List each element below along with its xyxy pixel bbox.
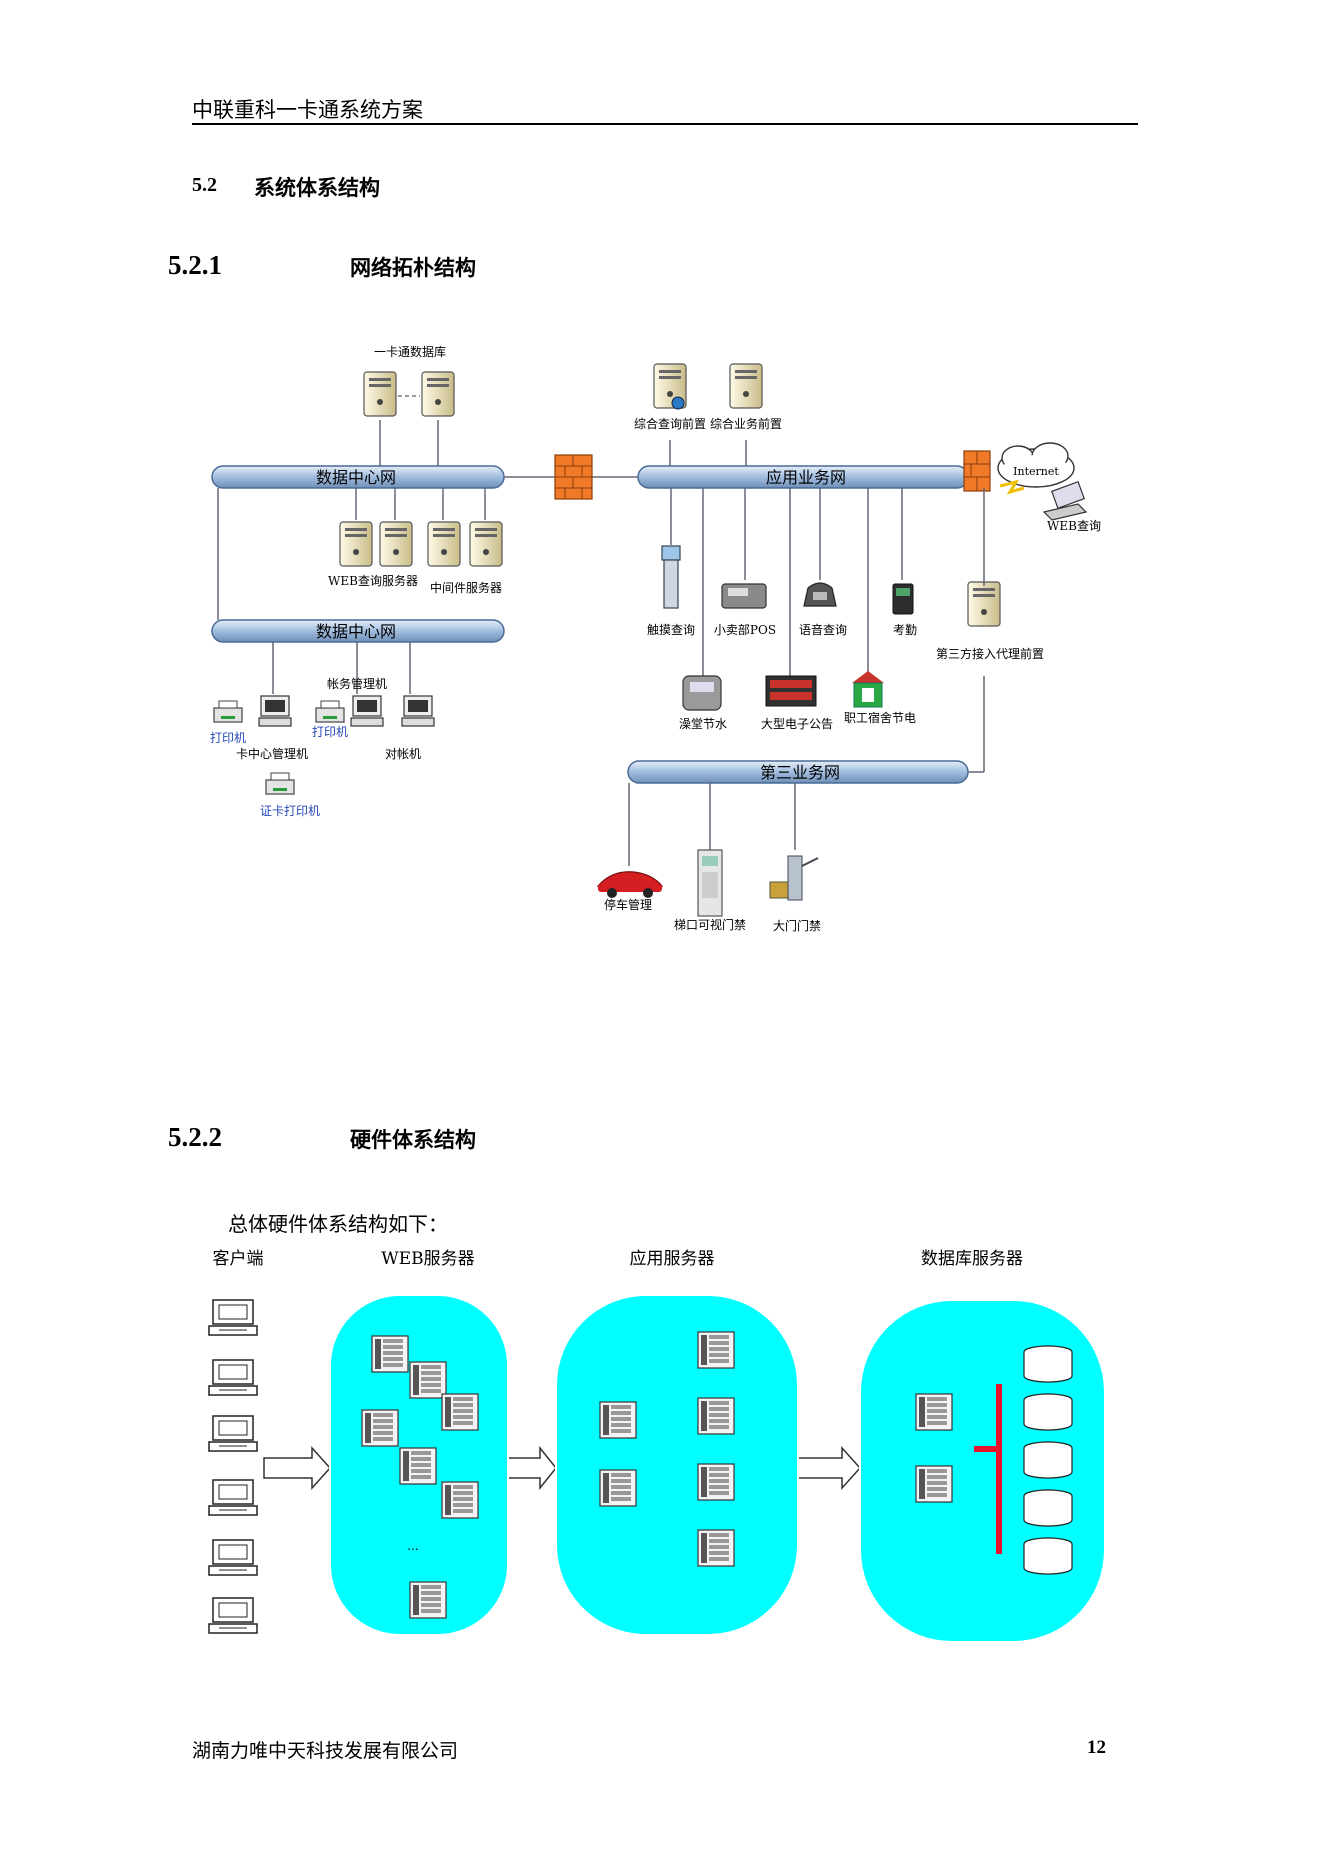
web-server-icon — [409, 1361, 447, 1399]
middleware-server-label: 中间件服务器 — [430, 580, 502, 595]
data-center-net-bar-2 — [211, 619, 505, 643]
data-storage-icon — [1023, 1441, 1073, 1479]
billing-manager-label: 帐务管理机 — [327, 676, 387, 691]
printer-label-left: 打印机 — [210, 731, 246, 745]
col-app-label: 应用服务器 — [630, 1249, 715, 1269]
app-server-icon — [697, 1463, 735, 1501]
header-rule — [192, 123, 1138, 125]
data-storage-icon — [1023, 1345, 1073, 1383]
printer-label-right: 打印机 — [312, 725, 348, 739]
card-printer-label: 证卡打印机 — [260, 804, 320, 818]
data-storage-icon — [1023, 1489, 1073, 1527]
dorm-power-label: 职工宿舍节电 — [844, 710, 916, 725]
subsection-1-number: 5.2.1 — [168, 250, 222, 280]
internet-cloud-icon — [997, 442, 1075, 488]
flow-arrow-icon — [797, 1446, 862, 1490]
reconcile-machine-label: 对帐机 — [385, 746, 421, 761]
laptop-icon — [1042, 480, 1088, 521]
col-web-label: WEB服务器 — [381, 1249, 474, 1269]
data-storage-icon — [1023, 1393, 1073, 1431]
client-computer-icon — [208, 1479, 258, 1516]
app-server-icon — [599, 1469, 637, 1507]
app-server-icon — [697, 1331, 735, 1369]
client-computer-icon — [208, 1415, 258, 1452]
app-server-icon — [697, 1529, 735, 1567]
led-board-icon — [765, 675, 817, 707]
door-access-panel-icon — [697, 849, 723, 917]
hardware-intro: 总体硬件体系结构如下： — [228, 1212, 448, 1236]
flow-arrow-icon — [507, 1445, 557, 1491]
web-server-icon — [441, 1393, 479, 1431]
db-bus — [996, 1384, 1002, 1554]
client-computer-icon — [208, 1597, 258, 1634]
page-number: 12 — [1087, 1737, 1106, 1758]
client-computer-icon — [208, 1359, 258, 1396]
water-meter-icon — [682, 675, 722, 711]
web-server-icon — [441, 1481, 479, 1519]
flow-arrow-icon — [263, 1446, 332, 1490]
third-party-proxy-label: 第三方接入代理前置 — [936, 646, 1044, 661]
dorm-power-meter-icon — [852, 671, 884, 708]
section-title: 系统体系结构 — [254, 175, 380, 200]
attendance-device-icon — [892, 583, 914, 615]
subsection-2-title: 硬件体系结构 — [350, 1127, 476, 1152]
web-server-ellipsis: ... — [407, 1539, 418, 1553]
app-server-icon — [697, 1397, 735, 1435]
touch-query-label: 触摸查询 — [647, 623, 695, 637]
client-computer-icon — [208, 1299, 258, 1336]
footer-company: 湖南力唯中天科技发展有限公司 — [192, 1740, 459, 1762]
app-server-cluster — [555, 1294, 799, 1636]
data-storage-icon — [1023, 1537, 1073, 1575]
web-server-icon — [371, 1335, 409, 1373]
db-bus-link — [974, 1446, 1002, 1452]
app-business-net-label: 应用业务网 — [766, 468, 846, 487]
card-center-manager-label: 卡中心管理机 — [236, 746, 308, 761]
db-label: 一卡通数据库 — [374, 344, 446, 359]
web-server-icon — [409, 1581, 447, 1619]
web-query-label: WEB查询 — [1047, 519, 1101, 533]
web-server-icon — [361, 1409, 399, 1447]
section-number: 5.2 — [192, 174, 217, 196]
internet-label: Internet — [1013, 465, 1059, 478]
business-front-label: 综合业务前置 — [710, 416, 782, 431]
shower-water-label: 澡堂节水 — [679, 717, 727, 731]
third-business-net-label: 第三业务网 — [760, 763, 840, 782]
col-db-label: 数据库服务器 — [921, 1249, 1023, 1269]
col-client-label: 客户端 — [213, 1249, 264, 1269]
subsection-1-title: 网络拓朴结构 — [350, 255, 476, 280]
web-server-icon — [399, 1447, 437, 1485]
firewall-icon — [963, 450, 991, 492]
attendance-label: 考勤 — [893, 623, 917, 637]
globe-icon — [671, 396, 685, 410]
db-server-icon — [915, 1393, 953, 1431]
lightning-icon — [999, 479, 1025, 495]
pos-terminal-icon — [721, 583, 767, 609]
large-board-label: 大型电子公告 — [761, 717, 833, 731]
parking-label: 停车管理 — [604, 897, 652, 912]
data-center-net-label-2: 数据中心网 — [316, 622, 396, 641]
elevator-door-label: 梯口可视门禁 — [674, 917, 746, 932]
data-center-net-label-1: 数据中心网 — [316, 468, 396, 487]
subsection-2-number: 5.2.2 — [168, 1122, 222, 1152]
gate-turnstile-icon — [769, 855, 819, 901]
query-front-label: 综合查询前置 — [634, 416, 706, 431]
shop-pos-label: 小卖部POS — [714, 622, 776, 637]
phone-icon — [803, 582, 837, 607]
third-business-net-bar — [627, 760, 969, 784]
firewall-icon — [554, 454, 593, 500]
kiosk-icon — [661, 545, 681, 609]
voice-query-label: 语音查询 — [799, 622, 847, 637]
client-computer-icon — [208, 1539, 258, 1576]
car-icon — [596, 871, 664, 898]
app-server-icon — [599, 1401, 637, 1439]
db-server-icon — [915, 1465, 953, 1503]
main-gate-label: 大门门禁 — [773, 918, 821, 933]
header-title: 中联重科一卡通系统方案 — [192, 98, 423, 122]
web-query-server-label: WEB查询服务器 — [328, 573, 418, 588]
